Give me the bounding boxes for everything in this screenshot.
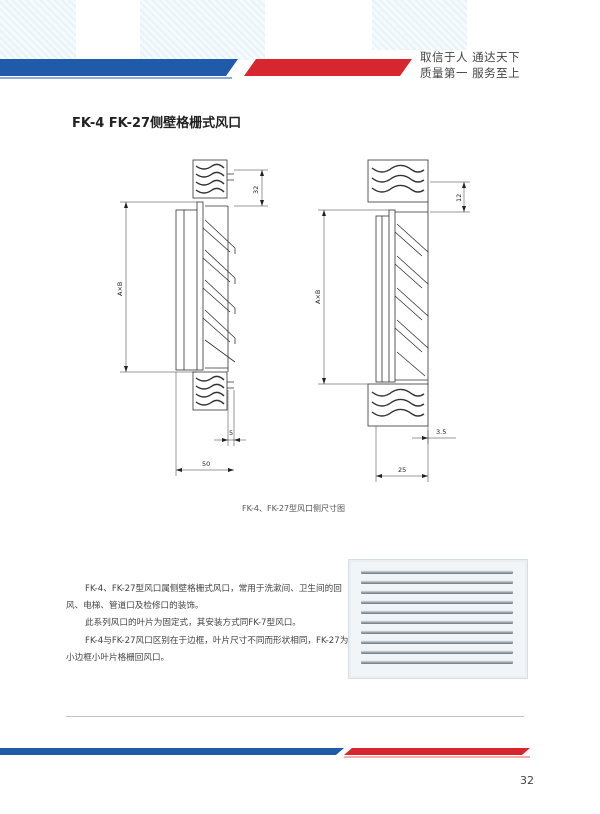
right-dim-top: 12 [455,194,463,202]
description-paragraph-1: FK-4、FK-27型风口属侧壁格栅式风口，常用于洗漱间、卫生间的回风、电梯、管… [66,584,342,612]
left-dim-height: A×B [116,282,124,296]
grille-vent-photo [348,559,528,679]
description-text: FK-4、FK-27型风口属侧壁格栅式风口，常用于洗漱间、卫生间的回风、电梯、管… [66,581,356,667]
right-dim-height: A×B [314,290,322,304]
page-number: 32 [520,774,534,787]
header-texture-mid [140,0,265,60]
left-dim-width: 50 [202,460,210,468]
right-dim-small: 3.5 [436,428,446,436]
page-title: FK-4 FK-27侧壁格栅式风口 [72,116,242,131]
description-paragraph-3: FK-4与FK-27风口区别在于边框，叶片尺寸不同而形状相同，FK-27为小边框… [66,635,349,663]
header-texture-right [372,0,467,50]
right-dim-width: 25 [398,466,406,474]
left-dim-small: 5 [229,429,233,437]
drawing-caption: FK-4、FK-27型风口侧尺寸图 [242,504,346,513]
footer-stripes [0,748,530,758]
slogan-line-2: 质量第一 服务至上 [420,66,521,80]
slogan-line-1: 取信于人 通达天下 [420,50,521,64]
header-stripes [0,59,412,79]
left-dim-top: 32 [252,186,260,194]
description-paragraph-2: 此系列风口的叶片为固定式，其安装方式同FK-7型风口。 [85,618,301,629]
divider-line [66,716,524,717]
dimension-drawing: 32 A×B 5 50 12 A×B 3.5 25 [116,159,470,482]
